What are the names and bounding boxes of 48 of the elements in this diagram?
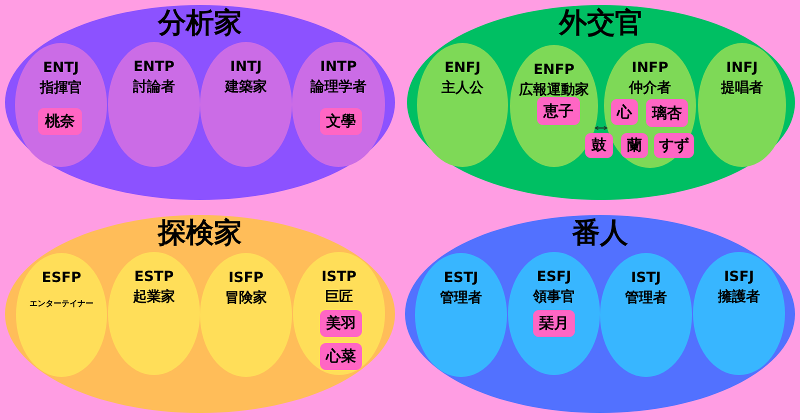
arrow [594, 126, 608, 130]
type-code: ESTJ [444, 270, 478, 286]
type-name: 提唱者 [721, 80, 763, 96]
type-code: ISTP [321, 269, 357, 286]
name-tag: 琹月 [533, 310, 575, 337]
name-tag: 鼓 [585, 133, 613, 158]
type-name: 論理学者 [310, 79, 366, 96]
type-code: ISFJ [724, 269, 754, 286]
group-title: 番人 [572, 217, 628, 250]
type-code: ENFP [533, 62, 575, 78]
type-name: 広報運動家 [519, 82, 589, 98]
type-code: ENTP [133, 59, 175, 76]
type-name: 討論者 [133, 79, 175, 96]
name-tag: 桃奈 [38, 108, 82, 135]
type-code: ENFJ [444, 60, 481, 76]
type-name: 仲介者 [629, 80, 671, 96]
type-name: 巨匠 [325, 289, 353, 306]
type-name: 管理者 [625, 290, 667, 306]
name-tag: 恵子 [537, 97, 580, 125]
type-code: ESTP [134, 269, 174, 286]
type-name: 主人公 [442, 80, 484, 96]
type-name: 領事官 [533, 289, 575, 306]
name-tag: 文學 [320, 108, 362, 135]
name-tag: すず [654, 133, 694, 158]
type-code: ENTJ [42, 60, 80, 76]
type-code: INFJ [726, 60, 758, 76]
name-tag: 美羽 [320, 310, 362, 337]
group-title: 分析家 [158, 7, 242, 40]
group-title: 探検家 [158, 217, 242, 250]
type-code: ESFP [42, 270, 82, 286]
name-tag: 心 [611, 99, 638, 125]
name-tag: 心菜 [320, 343, 362, 370]
group-title: 外交官 [559, 7, 643, 40]
type-name: 建築家 [225, 79, 267, 96]
type-code: ESFJ [536, 269, 572, 286]
type-code: ISTJ [630, 270, 662, 286]
type-code: INTJ [230, 59, 262, 76]
type-name: 管理者 [440, 290, 482, 306]
type-name: 冒険家 [225, 290, 267, 306]
name-tag: 蘭 [621, 133, 648, 158]
type-name: 擁護者 [718, 289, 760, 306]
type-code: INFP [632, 60, 668, 76]
type-code: ISFP [228, 270, 264, 286]
type-name: 指揮官 [40, 80, 82, 96]
type-name: 起業家 [133, 289, 175, 306]
type-name: エンターテイナー [30, 299, 94, 308]
type-code: INTP [320, 59, 357, 76]
name-tag: 璃杏 [646, 99, 688, 127]
